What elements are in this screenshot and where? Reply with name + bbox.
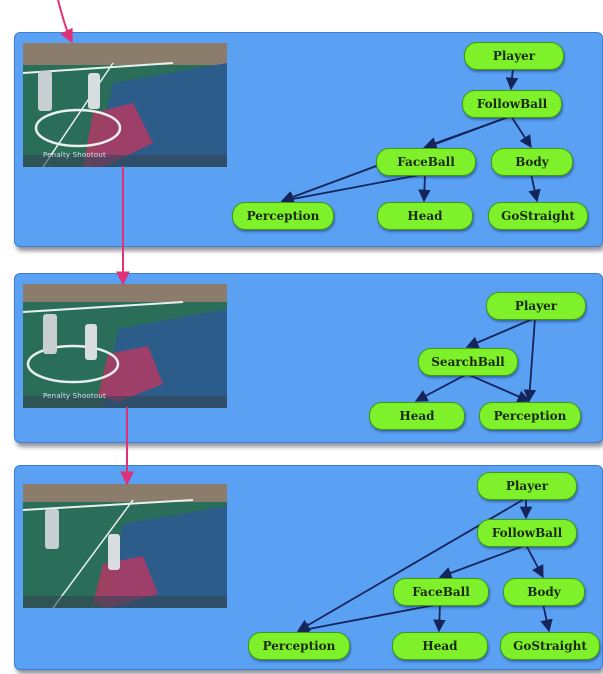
edge-faceball-to-perception [296,603,441,636]
node-gostraight: GoStraight [500,632,600,660]
edge-searchball-to-perception [466,373,531,403]
edge-followball-to-body [510,115,532,149]
link-arrow-top [57,0,73,44]
node-player: Player [486,292,586,320]
edge-faceball-to-head [418,173,431,203]
screenshot-caption: Penalty Shootout [43,151,106,159]
edge-player-to-perception [296,497,527,632]
screenshot-caption: Penalty Shootout [43,392,106,400]
robot-soccer-screenshot-2: Penalty Shootout [23,284,227,408]
edge-player-to-followball [505,67,519,91]
field-image-2 [23,284,227,408]
edge-followball-to-body [525,544,544,579]
node-faceball: FaceBall [393,578,489,606]
edge-faceball-to-perception [280,173,426,206]
edge-body-to-gostraight [540,603,553,633]
node-perception: Perception [479,402,581,430]
node-body: Body [491,148,573,176]
node-gostraight: GoStraight [488,202,588,230]
node-searchball: SearchBall [418,348,518,376]
edge-searchball-to-head [414,373,468,402]
edge-player-to-perception [523,317,537,403]
node-body: Body [503,578,585,606]
robot-soccer-screenshot-1: Penalty Shootout [23,43,227,167]
edge-followball-to-faceball [438,544,527,579]
node-faceball: FaceBall [376,148,476,176]
edge-faceball-to-head [433,603,446,633]
node-head: Head [392,632,488,660]
node-followball: FollowBall [477,519,577,547]
node-followball: FollowBall [462,90,562,118]
node-head: Head [369,402,465,430]
node-player: Player [477,472,577,500]
field-image-1 [23,43,227,167]
node-perception: Perception [232,202,334,230]
node-perception: Perception [248,632,350,660]
node-head: Head [377,202,473,230]
node-player: Player [464,42,564,70]
edge-player-to-searchball [465,317,536,349]
field-image-3 [23,484,227,608]
edge-body-to-gostraight [528,173,541,203]
robot-soccer-screenshot-3 [23,484,227,608]
